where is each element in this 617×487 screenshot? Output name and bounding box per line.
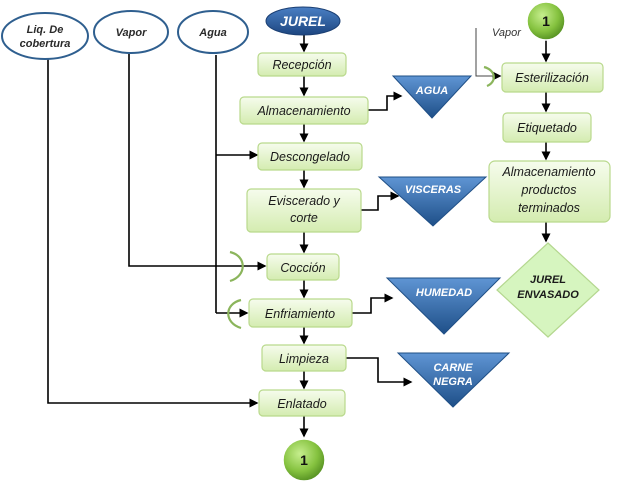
side-vapor-label: Vapor [492,27,522,39]
step-almacenamiento-productos-terminados: Almacenamiento productos terminados [488,160,611,223]
step-coccion-label: Cocción [280,261,325,275]
output-visceras: VISCERAS [377,176,488,227]
connector-bottom: 1 [282,438,326,482]
input-liq-cobertura: Liq. De cobertura [1,12,89,60]
input-liq-label-1: Liq. De [27,24,64,36]
output-carne-negra-label-1: CARNE [433,362,473,374]
output-carne-negra: CARNE NEGRA [396,352,511,408]
step-enlatado: Enlatado [258,389,346,417]
arrow-enfriamiento-humedad [352,293,394,314]
recirculation-mark-esterilizacion [483,65,495,88]
step-eviscerado-corte: Eviscerado y corte [246,188,362,233]
final-label-1: JUREL [530,274,566,286]
step-etiquetado-label: Etiquetado [517,121,577,135]
step-limpieza: Limpieza [261,344,347,372]
step-coccion: Cocción [266,253,340,281]
step-enlatado-label: Enlatado [277,397,326,411]
step-recepcion-label: Recepción [272,58,331,72]
input-vapor: Vapor [93,10,169,54]
step-almacenamiento-pt-label-3: terminados [518,201,580,215]
step-almacenamiento-label: Almacenamiento [256,104,350,118]
connector-lines [47,28,551,438]
step-almacenamiento: Almacenamiento [239,96,369,125]
connector-top: 1 [526,1,566,41]
line-liq-enlatado [47,59,259,408]
start-label: JUREL [280,13,326,29]
step-enfriamiento-label: Enfriamiento [265,307,335,321]
input-vapor-label: Vapor [116,27,147,39]
output-visceras-label: VISCERAS [405,184,462,196]
output-agua-label: AGUA [415,85,448,97]
line-vapor-coccion [128,54,267,271]
line-side-vapor-esterilizacion [475,28,502,81]
arrow-eviscerado-visceras [361,191,400,211]
connector-bottom-label: 1 [300,452,308,468]
arrow-limpieza-carne-negra [346,357,413,387]
final-jurel-envasado: JUREL ENVASADO [496,242,600,338]
output-agua: AGUA [391,75,473,119]
step-etiquetado: Etiquetado [502,112,592,143]
arrow-almacenamiento-agua [368,91,403,111]
input-agua-label: Agua [198,27,227,39]
step-esterilizacion: Esterilización [501,62,604,93]
input-agua: Agua [177,10,249,54]
input-liq-label-2: cobertura [20,38,71,50]
step-almacenamiento-pt-label-1: Almacenamiento [501,165,595,179]
recirculation-mark-enfriamiento [227,298,242,330]
final-label-2: ENVASADO [517,289,579,301]
step-descongelado-label: Descongelado [270,150,350,164]
step-recepcion: Recepción [257,52,347,77]
output-carne-negra-label-2: NEGRA [433,376,473,388]
step-enfriamiento: Enfriamiento [248,298,353,328]
recirculation-mark-coccion [229,250,244,283]
step-almacenamiento-pt-label-2: productos [521,183,577,197]
step-esterilizacion-label: Esterilización [515,71,589,85]
start-jurel: JUREL [265,6,341,36]
output-humedad-label: HUMEDAD [416,287,472,299]
step-eviscerado-label-2: corte [290,211,318,225]
step-limpieza-label: Limpieza [279,352,329,366]
output-humedad: HUMEDAD [385,277,502,335]
connector-top-label: 1 [542,13,550,29]
step-eviscerado-label-1: Eviscerado y [268,194,340,208]
step-descongelado: Descongelado [257,142,363,171]
